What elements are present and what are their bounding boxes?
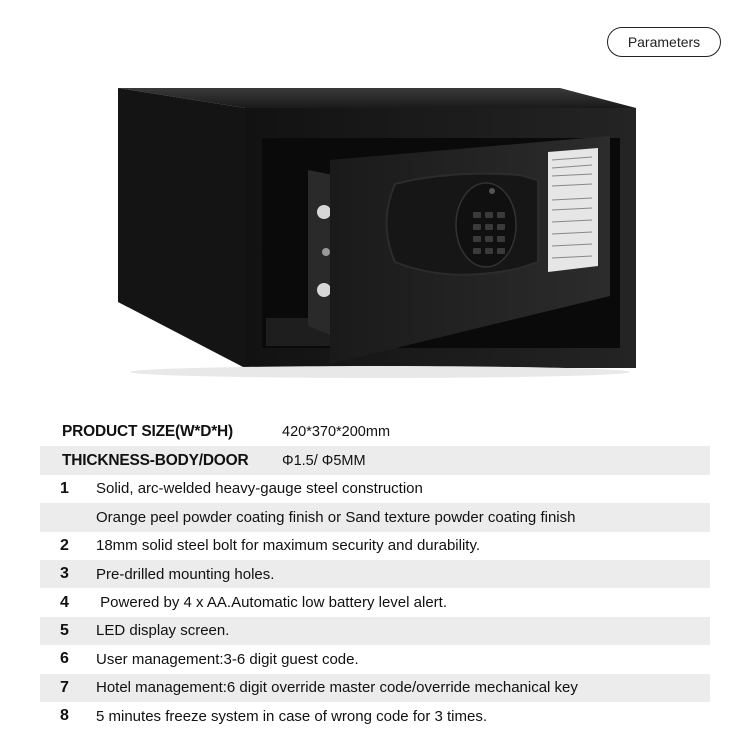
feature-row: 5 LED display screen.: [40, 616, 710, 646]
size-row: PRODUCT SIZE(W*D*H) 420*370*200mm: [40, 418, 710, 446]
feature-number: 4: [60, 593, 69, 611]
feature-number: 6: [60, 650, 69, 668]
feature-text: Hotel management:6 digit override master…: [96, 679, 578, 697]
size-label: PRODUCT SIZE(W*D*H): [62, 423, 233, 441]
thickness-row: THICKNESS-BODY/DOOR Φ1.5/ Φ5MM: [40, 446, 710, 475]
feature-number: 8: [60, 707, 69, 725]
size-value: 420*370*200mm: [282, 424, 391, 441]
feature-row: 6 User management:3-6 digit guest code.: [40, 645, 710, 673]
feature-text: 5 minutes freeze system in case of wrong…: [96, 707, 488, 725]
feature-row: Orange peel powder coating finish or San…: [40, 503, 710, 532]
feature-text: Solid, arc-welded heavy-gauge steel cons…: [96, 480, 423, 498]
thickness-value: Φ1.5/ Φ5MM: [282, 452, 366, 469]
feature-text: LED display screen.: [96, 622, 230, 640]
feature-text: Powered by 4 x AA.Automatic low battery …: [96, 594, 447, 612]
safe-product-image: [118, 88, 636, 378]
feature-number: 2: [60, 536, 69, 554]
feature-number: 1: [60, 479, 69, 497]
feature-row: 8 5 minutes freeze system in case of wro…: [40, 702, 710, 730]
feature-number: 3: [60, 565, 69, 583]
feature-number: 7: [60, 678, 69, 696]
feature-text: User management:3-6 digit guest code.: [96, 650, 359, 668]
feature-row: 3 Pre-drilled mounting holes.: [40, 559, 710, 589]
feature-text: Orange peel powder coating finish or San…: [96, 508, 576, 526]
thickness-label: THICKNESS-BODY/DOOR: [62, 451, 249, 469]
feature-number: 5: [60, 621, 69, 639]
feature-row: 4 Powered by 4 x AA.Automatic low batter…: [40, 588, 710, 616]
feature-text: Pre-drilled mounting holes.: [96, 565, 275, 583]
feature-row: 1 Solid, arc-welded heavy-gauge steel co…: [40, 475, 710, 503]
feature-row: 2 18mm solid steel bolt for maximum secu…: [40, 532, 710, 560]
feature-text: 18mm solid steel bolt for maximum securi…: [96, 537, 481, 555]
feature-row: 7 Hotel management:6 digit override mast…: [40, 673, 710, 702]
spec-table: PRODUCT SIZE(W*D*H) 420*370*200mm THICKN…: [40, 418, 710, 730]
parameters-button[interactable]: Parameters: [607, 27, 721, 57]
